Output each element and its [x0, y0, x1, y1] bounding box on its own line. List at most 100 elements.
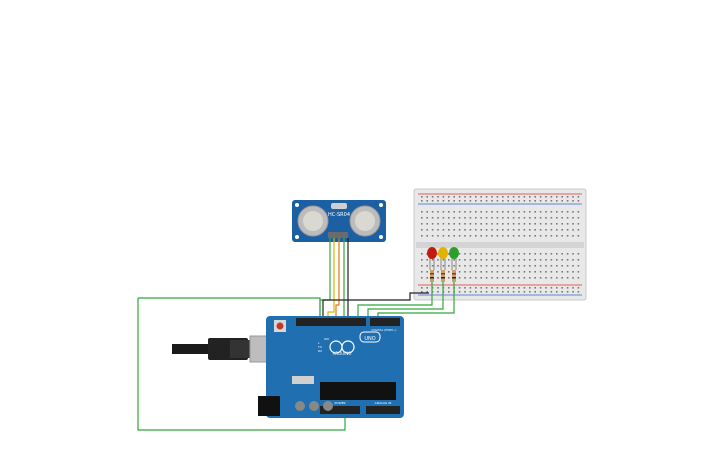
breadboard-hole[interactable] — [480, 253, 482, 255]
breadboard-hole[interactable] — [518, 265, 520, 267]
breadboard-hole[interactable] — [426, 217, 428, 219]
breadboard-hole[interactable] — [545, 253, 547, 255]
breadboard-hole[interactable] — [556, 200, 558, 202]
breadboard-hole[interactable] — [469, 211, 472, 213]
breadboard-hole[interactable] — [491, 253, 493, 255]
breadboard-hole[interactable] — [539, 277, 542, 279]
breadboard-hole[interactable] — [437, 235, 439, 237]
breadboard-hole[interactable] — [453, 217, 455, 219]
breadboard-hole[interactable] — [518, 291, 520, 293]
breadboard-hole[interactable] — [561, 217, 563, 219]
breadboard-hole[interactable] — [566, 235, 569, 237]
breadboard-hole[interactable] — [485, 229, 488, 231]
breadboard-hole[interactable] — [448, 211, 450, 213]
breadboard-hole[interactable] — [523, 259, 526, 261]
breadboard-hole[interactable] — [437, 253, 439, 255]
breadboard-hole[interactable] — [475, 253, 477, 255]
breadboard-hole[interactable] — [485, 287, 488, 289]
breadboard-hole[interactable] — [577, 235, 580, 237]
breadboard-hole[interactable] — [512, 291, 515, 293]
breadboard-hole[interactable] — [491, 229, 493, 231]
breadboard-hole[interactable] — [502, 291, 504, 293]
breadboard-hole[interactable] — [485, 259, 488, 261]
breadboard-hole[interactable] — [561, 235, 563, 237]
breadboard-hole[interactable] — [550, 235, 553, 237]
breadboard-hole[interactable] — [534, 259, 536, 261]
breadboard-hole[interactable] — [448, 277, 450, 279]
breadboard-hole[interactable] — [458, 196, 461, 198]
breadboard-hole[interactable] — [485, 277, 488, 279]
breadboard-hole[interactable] — [485, 223, 488, 225]
breadboard-hole[interactable] — [572, 223, 574, 225]
breadboard-hole[interactable] — [566, 253, 569, 255]
breadboard-hole[interactable] — [556, 291, 558, 293]
breadboard-hole[interactable] — [448, 291, 450, 293]
breadboard-hole[interactable] — [512, 211, 515, 213]
breadboard-hole[interactable] — [523, 223, 526, 225]
breadboard-hole[interactable] — [529, 287, 531, 289]
breadboard-hole[interactable] — [545, 291, 547, 293]
breadboard-hole[interactable] — [577, 200, 580, 202]
breadboard-hole[interactable] — [534, 253, 536, 255]
breadboard-hole[interactable] — [545, 265, 547, 267]
breadboard-hole[interactable] — [464, 217, 466, 219]
breadboard-hole[interactable] — [464, 223, 466, 225]
breadboard-hole[interactable] — [577, 259, 580, 261]
breadboard-hole[interactable] — [426, 211, 428, 213]
breadboard-hole[interactable] — [431, 229, 434, 231]
breadboard-hole[interactable] — [550, 200, 553, 202]
breadboard-hole[interactable] — [507, 287, 509, 289]
breadboard-hole[interactable] — [469, 259, 472, 261]
breadboard-hole[interactable] — [426, 287, 428, 289]
breadboard-hole[interactable] — [485, 211, 488, 213]
breadboard-hole[interactable] — [442, 235, 445, 237]
breadboard-hole[interactable] — [512, 229, 515, 231]
resistors[interactable] — [430, 270, 456, 282]
breadboard-hole[interactable] — [431, 235, 434, 237]
breadboard-hole[interactable] — [426, 291, 428, 293]
breadboard-hole[interactable] — [523, 287, 526, 289]
breadboard-hole[interactable] — [539, 271, 542, 273]
breadboard-hole[interactable] — [502, 196, 504, 198]
breadboard-hole[interactable] — [475, 271, 477, 273]
breadboard-hole[interactable] — [577, 229, 580, 231]
breadboard-hole[interactable] — [448, 217, 450, 219]
breadboard-hole[interactable] — [566, 229, 569, 231]
breadboard-hole[interactable] — [458, 271, 461, 273]
breadboard-hole[interactable] — [534, 200, 536, 202]
breadboard-hole[interactable] — [518, 217, 520, 219]
breadboard-hole[interactable] — [561, 265, 563, 267]
breadboard-hole[interactable] — [556, 229, 558, 231]
breadboard-hole[interactable] — [566, 271, 569, 273]
breadboard-hole[interactable] — [464, 287, 466, 289]
breadboard-hole[interactable] — [550, 291, 553, 293]
breadboard-hole[interactable] — [480, 291, 482, 293]
breadboard-hole[interactable] — [485, 235, 488, 237]
breadboard-hole[interactable] — [469, 265, 472, 267]
breadboard-hole[interactable] — [475, 223, 477, 225]
breadboard-hole[interactable] — [421, 291, 423, 293]
breadboard-hole[interactable] — [469, 291, 472, 293]
breadboard-hole[interactable] — [566, 277, 569, 279]
breadboard-hole[interactable] — [437, 200, 439, 202]
breadboard-hole[interactable] — [507, 291, 509, 293]
breadboard-hole[interactable] — [539, 196, 542, 198]
breadboard-hole[interactable] — [545, 200, 547, 202]
breadboard-hole[interactable] — [507, 223, 509, 225]
breadboard-hole[interactable] — [496, 277, 499, 279]
breadboard-hole[interactable] — [421, 211, 423, 213]
breadboard-hole[interactable] — [458, 287, 461, 289]
breadboard-hole[interactable] — [496, 235, 499, 237]
breadboard-hole[interactable] — [464, 200, 466, 202]
breadboard-hole[interactable] — [561, 291, 563, 293]
breadboard-hole[interactable] — [442, 265, 445, 267]
breadboard-hole[interactable] — [475, 200, 477, 202]
breadboard-hole[interactable] — [464, 229, 466, 231]
breadboard[interactable] — [413, 188, 587, 301]
breadboard-hole[interactable] — [523, 200, 526, 202]
breadboard-hole[interactable] — [572, 229, 574, 231]
breadboard-hole[interactable] — [566, 287, 569, 289]
breadboard-hole[interactable] — [464, 211, 466, 213]
breadboard-hole[interactable] — [502, 265, 504, 267]
breadboard-hole[interactable] — [518, 200, 520, 202]
